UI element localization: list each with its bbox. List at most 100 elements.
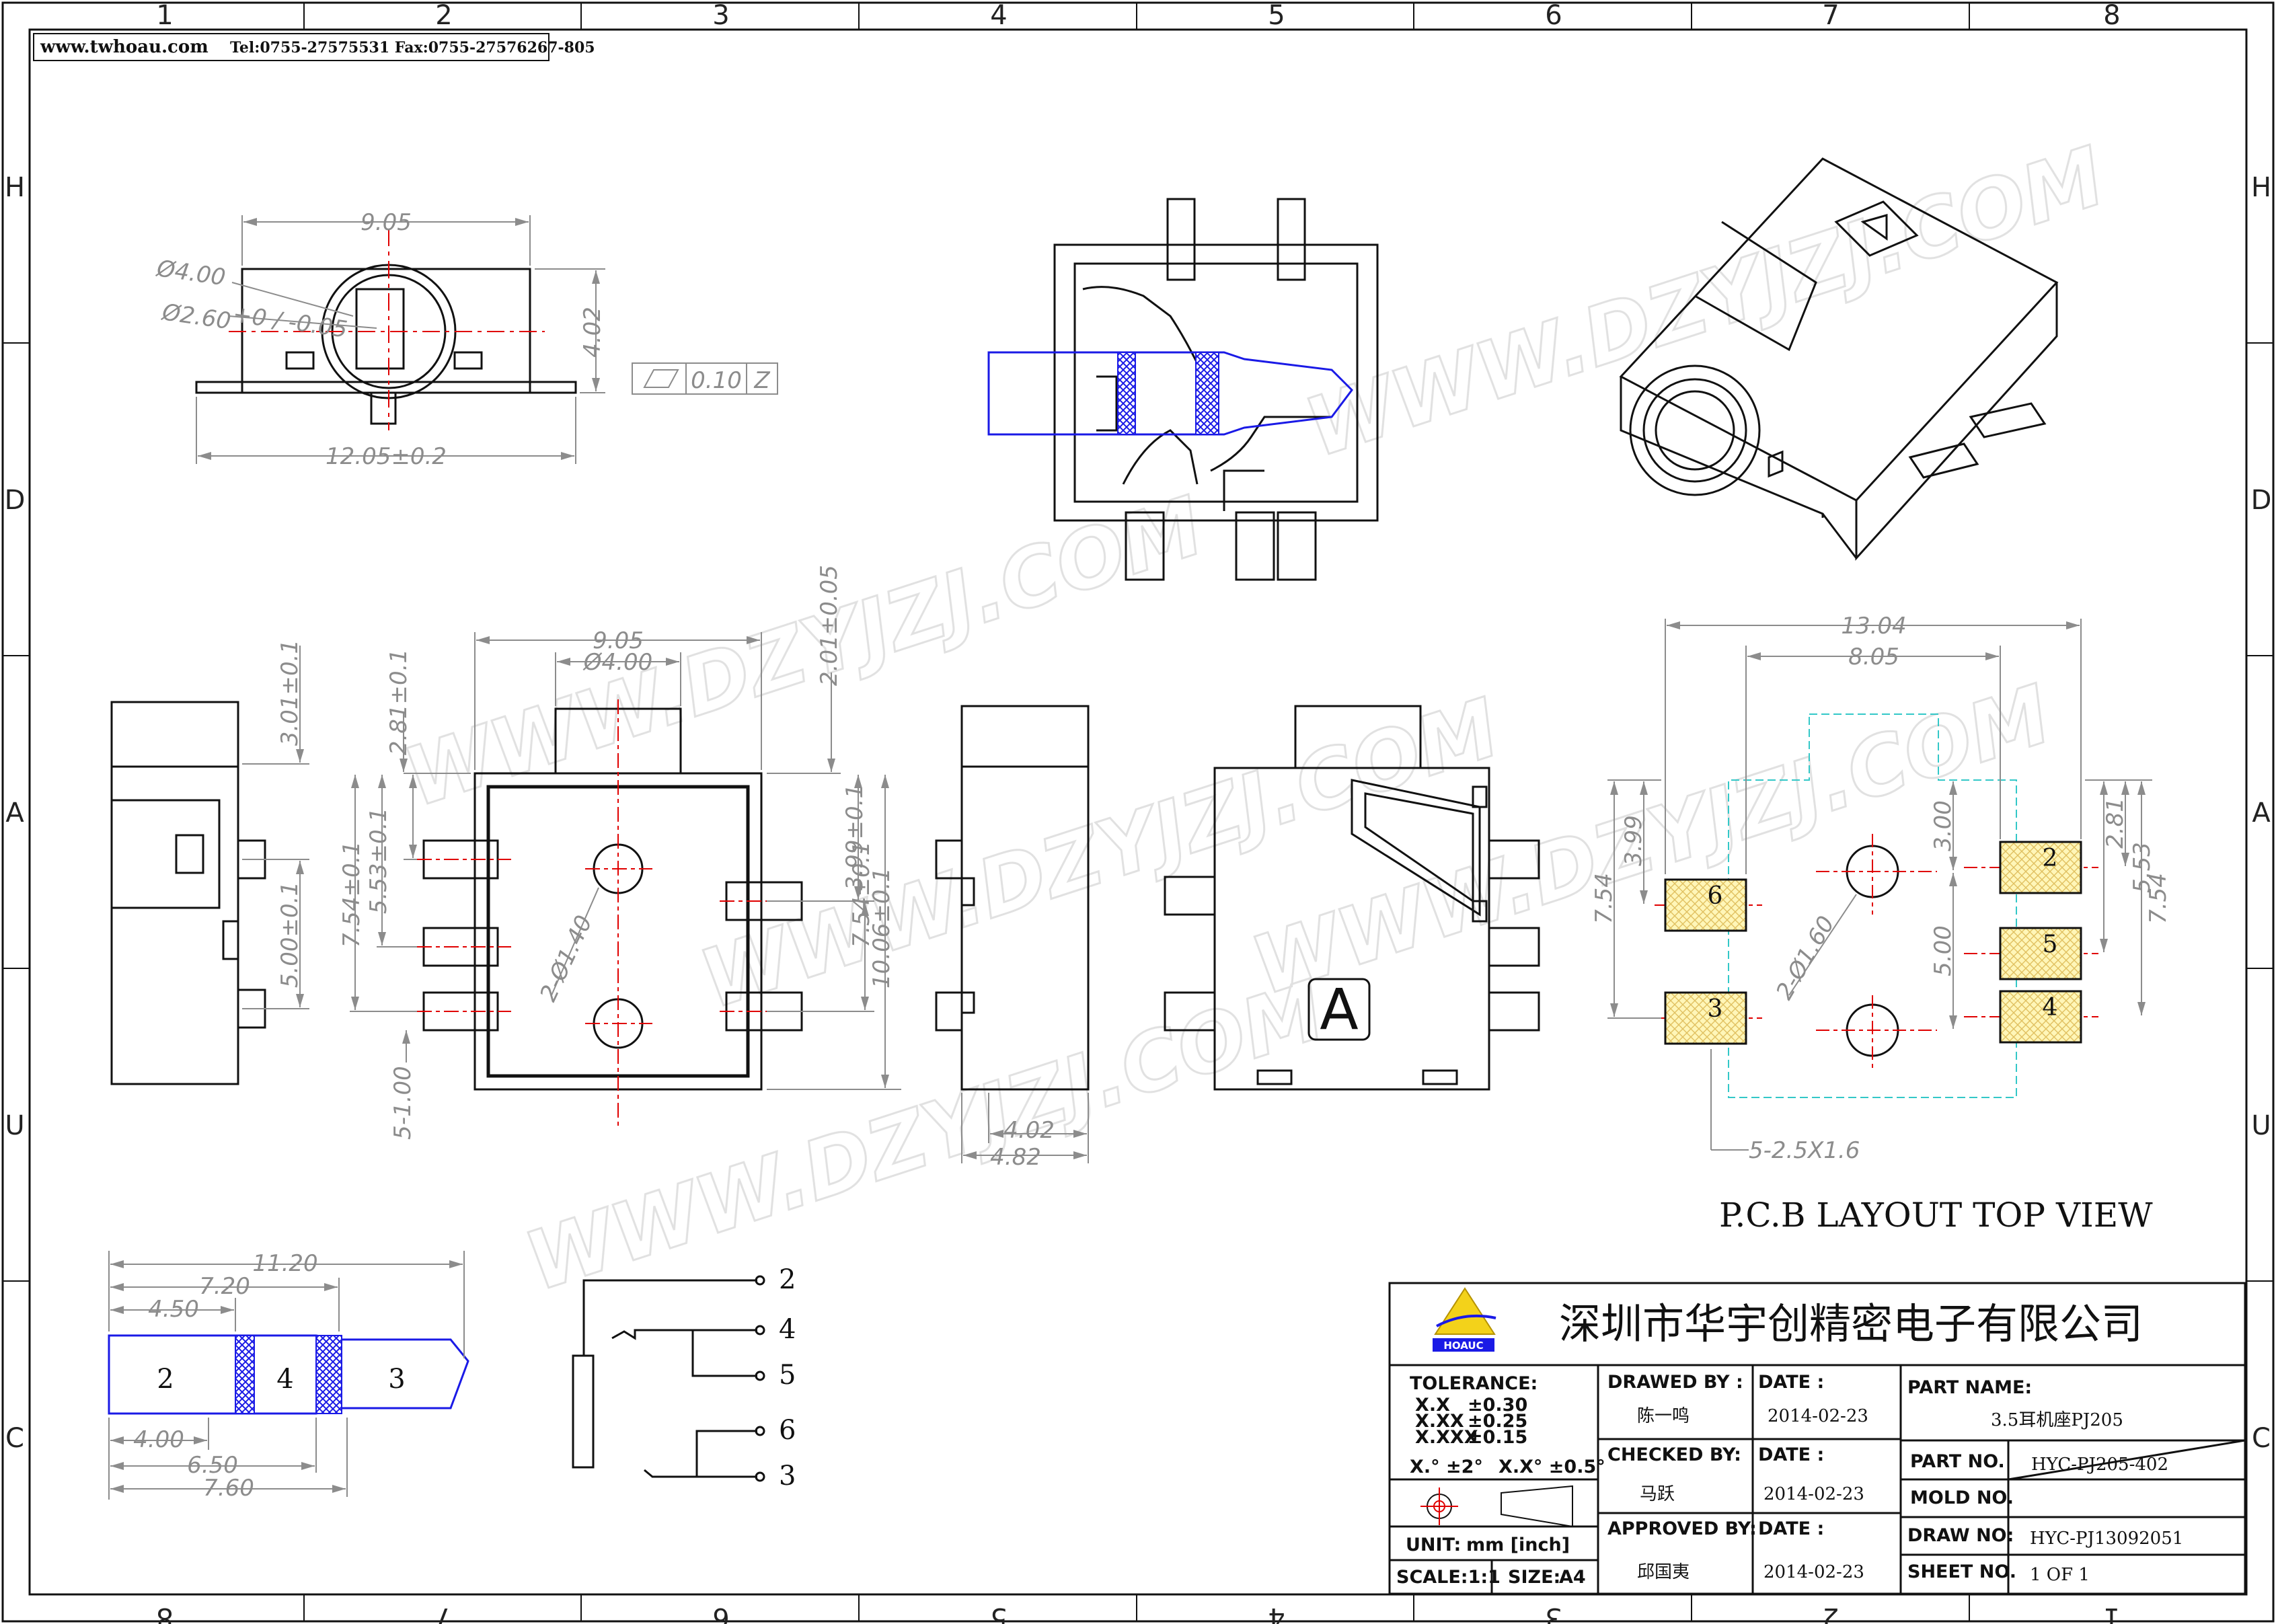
top-b-dim: 7.54±0.1 bbox=[338, 841, 365, 948]
mid-w2-dim: 4.82 bbox=[990, 1144, 1041, 1171]
pcb-r3-dim: 7.54 bbox=[2145, 873, 2172, 924]
col-label-6: 6 bbox=[1545, 0, 1562, 31]
schem-pin-5: 5 bbox=[779, 1360, 796, 1391]
col-label-bottom-3: 3 bbox=[1545, 1602, 1562, 1624]
date-label-1: DATE : bbox=[1758, 1372, 1824, 1393]
col-label-bottom-8: 8 bbox=[156, 1602, 173, 1624]
draw-no-value: HYC-PJ13092051 bbox=[2030, 1529, 2183, 1549]
front-overall-dim: 12.05±0.2 bbox=[326, 443, 447, 470]
isometric-view bbox=[1619, 157, 2059, 561]
approved-label: APPROVED BY: bbox=[1607, 1518, 1757, 1539]
pcb-holes-dim: 2-Ø1.60 bbox=[1771, 911, 1840, 1004]
part-no-value: HYC-PJ205-402 bbox=[2031, 1455, 2168, 1475]
top-pins-dim: 5-1.00 bbox=[389, 1066, 416, 1140]
contact-header: www.twhoau.com Tel:0755-27575531 Fax:075… bbox=[33, 33, 595, 61]
contact-text: Tel:0755-27575531 Fax:0755-27576267-805 bbox=[230, 39, 595, 56]
date-value-1: 2014-02-23 bbox=[1768, 1406, 1868, 1426]
top-e-dim: 7.54±0.1 bbox=[848, 841, 875, 948]
col-label-1: 1 bbox=[156, 0, 173, 31]
pad-label-6: 6 bbox=[1708, 882, 1723, 910]
row-label-u: U bbox=[5, 1110, 24, 1141]
front-view: 9.05 Ø4.00 Ø2.60 +0 / -0.05 4.02 12.05±0… bbox=[154, 209, 778, 470]
section-view bbox=[987, 198, 1379, 581]
pcb-layout: 6 3 2 5 4 13.04 8.05 3.99 7.54 3.00 5. bbox=[1591, 613, 2172, 1235]
company-logo: HOAUC bbox=[1433, 1287, 1496, 1352]
part-name-label: PART NAME: bbox=[1907, 1377, 2032, 1398]
schem-pin-6: 6 bbox=[779, 1415, 796, 1446]
top-f-dim: 10.06±0.1 bbox=[868, 867, 895, 989]
top-width-dim: 9.05 bbox=[593, 627, 644, 654]
pad-6 bbox=[1664, 878, 1747, 932]
draw-no-label: DRAW NO: bbox=[1907, 1525, 2014, 1546]
tolerance-label: TOLERANCE: bbox=[1410, 1373, 1538, 1394]
drawed-label: DRAWED BY : bbox=[1607, 1372, 1743, 1393]
row-label-d-right: D bbox=[2251, 485, 2272, 516]
plug-seg-3: 3 bbox=[388, 1364, 405, 1395]
size-label: SIZE: bbox=[1508, 1567, 1560, 1588]
col-label-bottom-6: 6 bbox=[712, 1602, 729, 1624]
pad-label-3: 3 bbox=[1708, 995, 1723, 1023]
front-inner-dim: Ø2.60 bbox=[159, 299, 233, 335]
plug-len-4-5: 4.50 bbox=[148, 1296, 199, 1323]
mid-w1-dim: 4.02 bbox=[1003, 1117, 1055, 1144]
row-label-h: H bbox=[5, 172, 25, 203]
tol-x: X.X bbox=[1415, 1395, 1450, 1416]
pcb-inner-dim: 8.05 bbox=[1848, 644, 1899, 670]
scale-label: SCALE:1:1 bbox=[1396, 1567, 1501, 1588]
row-label-a-right: A bbox=[2252, 798, 2271, 828]
pcb-r1-dim: 2.81 bbox=[2102, 798, 2129, 849]
pad-4 bbox=[1999, 990, 2082, 1044]
row-label-d: D bbox=[5, 485, 26, 516]
pcb-overall-dim: 13.04 bbox=[1841, 613, 1906, 640]
front-hole-dim: Ø4.00 bbox=[154, 255, 227, 291]
front-height-dim: 4.02 bbox=[579, 307, 606, 358]
sheet-label: SHEET NO. bbox=[1907, 1561, 2016, 1582]
tol-x-val: ±0.30 bbox=[1468, 1395, 1527, 1416]
watermark-layer: WWW.DZYJZJ.COM WWW.DZYJZJ.COM WWW.DZYJZJ… bbox=[393, 129, 2117, 1311]
plug-view: 2 4 3 11.20 7.20 4.50 4.00 6.50 7.60 bbox=[108, 1250, 469, 1502]
top-holes-dim: 2-Ø1.40 bbox=[535, 911, 598, 1006]
date-value-3: 2014-02-23 bbox=[1763, 1562, 1864, 1582]
watermark-5: WWW.DZYJZJ.COM bbox=[515, 964, 1336, 1309]
col-label-bottom-5: 5 bbox=[990, 1602, 1007, 1624]
title-block: HOAUC 深圳市华宇创精密电子有限公司 TOLERANCE: X.X ±0.3… bbox=[1388, 1282, 2246, 1595]
bottom-view: A bbox=[1164, 705, 1540, 1091]
col-label-bottom-4: 4 bbox=[1268, 1602, 1285, 1624]
pcb-pads-dim: 5-2.5X1.6 bbox=[1749, 1137, 1860, 1164]
pcb-v2-dim: 7.54 bbox=[1591, 873, 1618, 924]
checked-label: CHECKED BY: bbox=[1607, 1444, 1741, 1465]
tol-xxx-val: ±0.15 bbox=[1468, 1427, 1527, 1448]
plug-seg-2: 2 bbox=[157, 1364, 174, 1395]
schem-pin-2: 2 bbox=[779, 1264, 796, 1295]
bottom-marking: A bbox=[1320, 976, 1358, 1042]
schem-pin-4: 4 bbox=[779, 1314, 796, 1345]
col-label-bottom-7: 7 bbox=[435, 1602, 452, 1624]
size-value: A4 bbox=[1559, 1567, 1586, 1588]
top-view: 9.05 Ø4.00 2.01±0.05 2.81±0.1 7.54±0.1 5… bbox=[338, 565, 901, 1140]
plug-len-7-6: 7.60 bbox=[203, 1475, 254, 1502]
left-side-view: 3.01±0.1 5.00±0.1 bbox=[110, 640, 309, 1085]
col-label-8: 8 bbox=[2103, 0, 2120, 31]
col-label-4: 4 bbox=[990, 0, 1007, 31]
plug-len-total: 11.20 bbox=[252, 1250, 317, 1277]
company-name: 深圳市华宇创精密电子有限公司 bbox=[1559, 1299, 2143, 1348]
logo-text: HOAUC bbox=[1443, 1340, 1483, 1352]
top-a-dim: 2.81±0.1 bbox=[385, 649, 412, 755]
row-label-h-right: H bbox=[2251, 172, 2271, 203]
tol-xxx: X.XXX bbox=[1415, 1427, 1478, 1448]
tol-xx-val: ±0.25 bbox=[1468, 1411, 1527, 1432]
pcb-layout-title: P.C.B LAYOUT TOP VIEW bbox=[1719, 1196, 2153, 1235]
top-c-dim: 5.53±0.1 bbox=[365, 808, 392, 914]
middle-side-view: 4.02 4.82 bbox=[935, 705, 1090, 1171]
schem-pin-3: 3 bbox=[779, 1461, 796, 1492]
front-inner-tol: +0 / -0.05 bbox=[231, 301, 349, 343]
pcb-v3-dim: 3.00 bbox=[1930, 800, 1957, 851]
col-label-7: 7 bbox=[1822, 0, 1839, 31]
pad-label-5: 5 bbox=[2043, 931, 2058, 958]
pcb-v1-dim: 3.99 bbox=[1620, 815, 1647, 866]
col-label-5: 5 bbox=[1268, 0, 1285, 31]
date-label-2: DATE : bbox=[1758, 1444, 1824, 1465]
row-label-c: C bbox=[5, 1423, 24, 1454]
